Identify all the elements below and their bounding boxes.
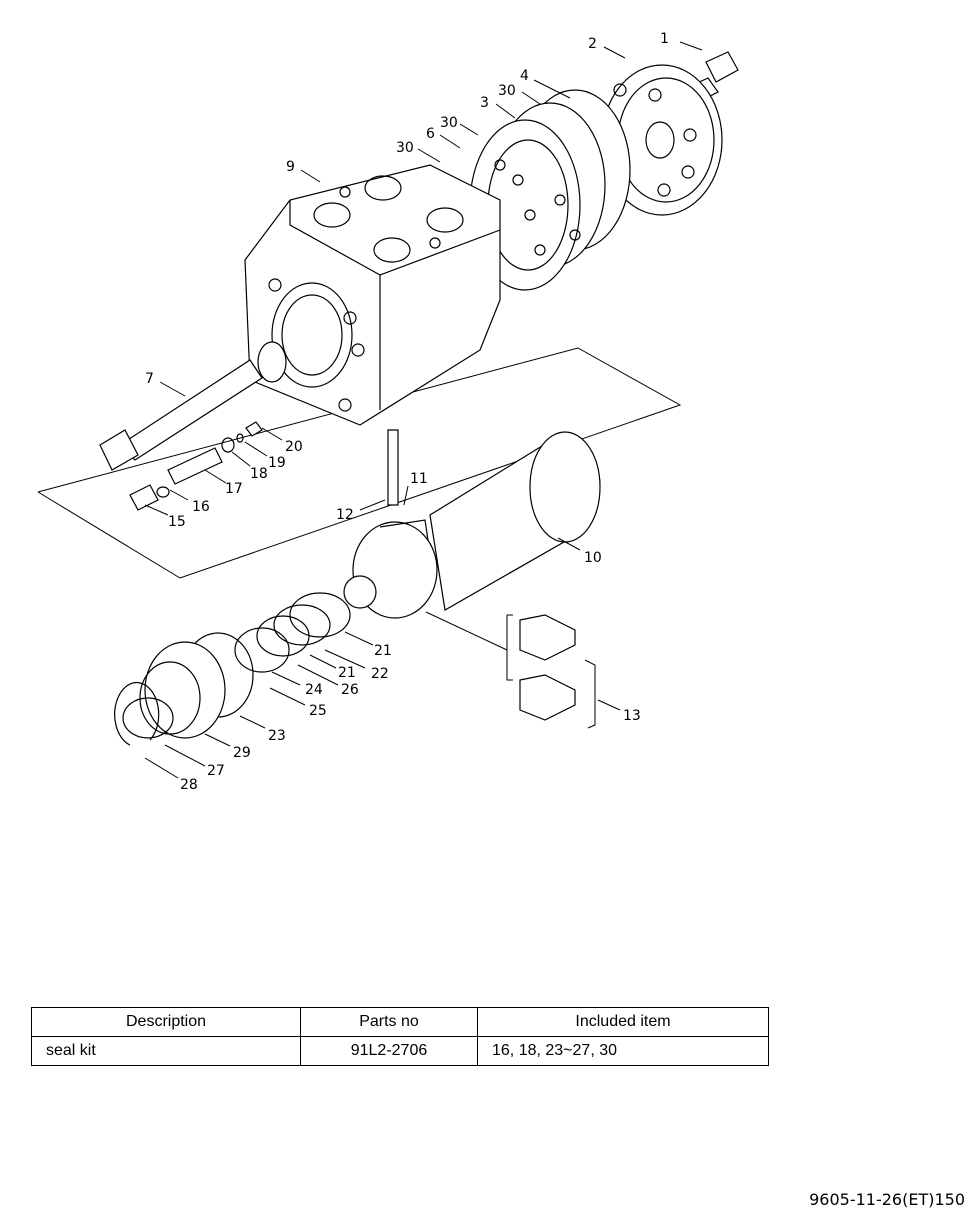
table-header-row: Description Parts no Included item [31,1007,769,1037]
callout-12: 12 [336,507,354,523]
callout-20: 20 [285,439,303,455]
callout-27: 27 [207,763,225,779]
callout-17: 17 [225,481,243,497]
callout-15: 15 [168,514,186,530]
callout-4: 4 [520,68,529,84]
callout-2: 2 [588,36,597,52]
callout-labels: 1 2 3 4 30 30 6 30 9 7 20 19 18 17 16 15… [145,31,669,793]
callout-3: 3 [480,95,489,111]
cell-parts-no: 91L2-2706 [300,1036,478,1066]
header-description: Description [31,1007,301,1037]
exploded-parts-diagram: 1 2 3 4 30 30 6 30 9 7 20 19 18 17 16 15… [37,31,739,793]
header-parts-no: Parts no [300,1007,478,1037]
table-row: seal kit 91L2-2706 16, 18, 23~27, 30 [31,1036,769,1066]
callout-25: 25 [309,703,327,719]
header-included-item: Included item [477,1007,769,1037]
callout-19: 19 [268,455,286,471]
callout-21: 21 [338,665,356,681]
callout-30: 30 [396,140,414,156]
callout-13: 13 [623,708,641,724]
callout-21: 21 [374,643,392,659]
callout-7: 7 [145,371,154,387]
cell-description: seal kit [31,1036,301,1066]
callout-28: 28 [180,777,198,793]
callout-1: 1 [660,31,669,47]
callout-6: 6 [426,126,435,142]
seal-kit-table: Description Parts no Included item seal … [31,1007,769,1066]
callout-10: 10 [584,550,602,566]
cell-included-item: 16, 18, 23~27, 30 [477,1036,769,1066]
callout-23: 23 [268,728,286,744]
callout-24: 24 [305,682,323,698]
callout-22: 22 [371,666,389,682]
callout-9: 9 [286,159,295,175]
callout-11: 11 [410,471,428,487]
callout-29: 29 [233,745,251,761]
callout-30: 30 [440,115,458,131]
page-code: 9605-11-26(ET)150 [809,1190,965,1209]
callout-16: 16 [192,499,210,515]
callout-26: 26 [341,682,359,698]
steering-unit-drawing [37,41,739,779]
callout-18: 18 [250,466,268,482]
callout-30: 30 [498,83,516,99]
